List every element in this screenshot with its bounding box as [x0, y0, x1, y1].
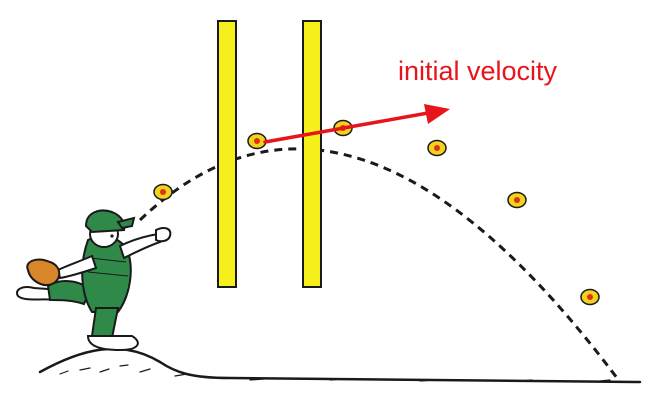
ball — [580, 288, 600, 306]
initial-velocity-label: initial velocity — [398, 56, 558, 86]
ball — [247, 132, 267, 150]
trajectory-path — [138, 147, 622, 383]
baseball-pitcher-icon — [16, 209, 172, 352]
ball — [507, 191, 527, 209]
ground — [38, 347, 642, 384]
left-post — [217, 20, 237, 288]
right-post — [302, 20, 322, 288]
ball — [427, 139, 447, 157]
initial-velocity-arrow — [263, 104, 450, 144]
ball — [153, 183, 173, 201]
